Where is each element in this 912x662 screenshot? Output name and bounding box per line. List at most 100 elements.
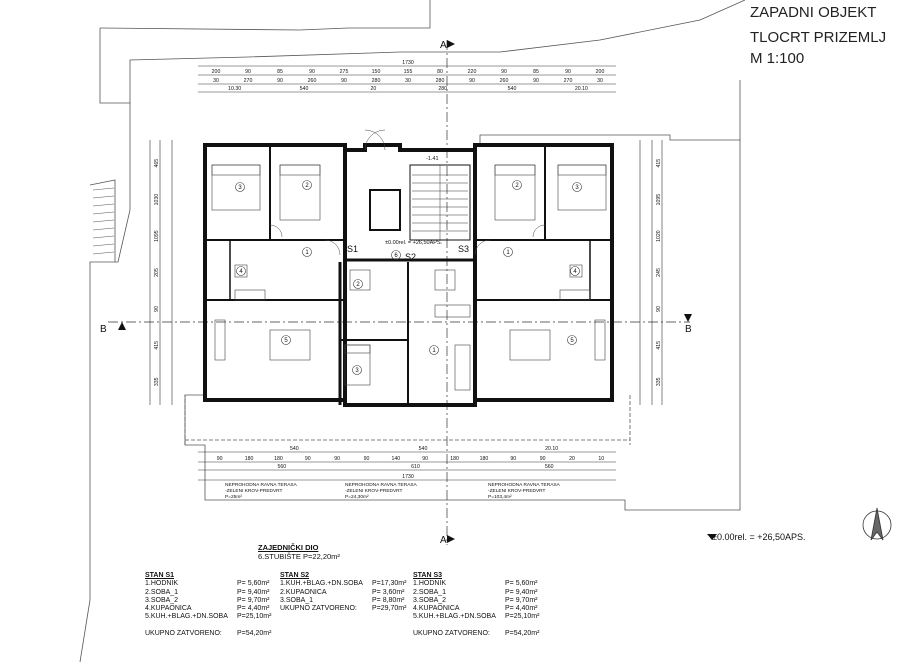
dimension-value: 140 [391, 456, 400, 462]
terrace-labels: NEPROHODNA RAVNA TERASA -ZELENI KROV-PRE… [225, 482, 561, 500]
elevation-symbol-icon [707, 534, 717, 540]
room-area: P= 8,80m² [372, 596, 405, 604]
terrace-3-line2: -ZELENI KROV-PREDVRT [488, 488, 546, 494]
drawing-title: ZAPADNI OBJEKT [750, 4, 877, 21]
dimension-value: 415 [656, 341, 662, 350]
room-number-circle [391, 250, 401, 260]
drawing-subtitle: TLOCRT PRIZEMLJ [750, 29, 887, 46]
dimension-value: 540 [508, 86, 517, 92]
terrace-2-line1: NEPROHODNA RAVNA TERASA [345, 482, 418, 488]
dimension-value: 20 [370, 86, 376, 92]
stan-s2-total: P=29,70m² [372, 605, 407, 613]
room-name: 5.KUH.+BLAG.+DN.SOBA [145, 613, 228, 621]
room-number-circle [429, 345, 439, 355]
terrace-1-line2: -ZELENI KROV-PREDVRT [225, 488, 283, 494]
elevation-step: -1.41 [426, 156, 439, 162]
dimension-value: 260 [308, 78, 317, 84]
section-axes [108, 40, 690, 545]
room-name: 1.HODNIK [145, 580, 179, 588]
terrace-1-line1: NEPROHODNA RAVNA TERASA [225, 482, 298, 488]
stan-s3-heading: STAN S3 [413, 572, 443, 579]
room-number: 1 [506, 250, 510, 256]
room-area: P=25,10m² [505, 613, 540, 621]
dimension-value: 270 [244, 78, 253, 84]
elevation-plan: ±0.00rel. = +26,50APS. [385, 240, 443, 246]
dimension-value: 415 [656, 159, 662, 168]
dimension-value: 90 [501, 69, 507, 75]
site-stairs [92, 187, 115, 255]
dimension-value: 10.30 [228, 86, 241, 92]
dimension-value: 280 [436, 78, 445, 84]
dimension-value: 540 [419, 446, 428, 452]
section-a-bottom: A [440, 535, 447, 546]
dimension-value: 80 [437, 69, 443, 75]
dimension-value: 90 [277, 78, 283, 84]
dimension-value: 335 [154, 377, 160, 386]
room-number-circle [570, 266, 580, 276]
dimension-value: 275 [340, 69, 349, 75]
room-area: P= 4,40m² [505, 605, 538, 613]
dimension-value: 560 [278, 464, 287, 470]
dimension-value: 180 [245, 456, 254, 462]
stairs [412, 165, 468, 240]
room-number: 3 [238, 185, 242, 191]
dimension-value: 30 [213, 78, 219, 84]
site-boundary [79, 0, 746, 662]
dimension-value: 465 [154, 159, 160, 168]
room-number: 4 [239, 269, 243, 275]
room-number: 1 [432, 348, 436, 354]
common-heading: ZAJEDNIČKI DIO [258, 543, 319, 552]
stan-s1-row: 5.KUH.+BLAG.+DN.SOBA P=25,10m² [145, 613, 280, 621]
section-b-right: B [685, 324, 692, 335]
dimension-value: 270 [564, 78, 573, 84]
apartment-labels: S1 S2 S3 [347, 244, 469, 262]
dimension-value: 180 [274, 456, 283, 462]
room-number-circle [512, 180, 522, 190]
room-area: P= 9,70m² [505, 596, 538, 604]
room-name: 3.SOBA_2 [145, 596, 179, 604]
dimension-value: 245 [656, 268, 662, 277]
dimension-value: 1095 [154, 230, 160, 242]
room-name: 2.SOBA_1 [145, 588, 179, 596]
stan-s3-total: P=54,20m² [505, 629, 540, 637]
room-area: P=17,30m² [372, 580, 407, 588]
apartment-s2-label: S2 [405, 252, 416, 262]
room-area: P= 5,60m² [237, 580, 270, 588]
dimension-value: 180 [480, 456, 489, 462]
common-area-block: ZAJEDNIČKI DIO 6.STUBIŠTE P=22,20m² [258, 543, 340, 561]
room-area: P=25,10m² [237, 613, 272, 621]
dimension-value: 540 [300, 86, 309, 92]
dimension-value: 85 [533, 69, 539, 75]
door-swings [269, 129, 546, 256]
stan-s1-total: P=54,20m² [237, 629, 272, 637]
terrace-3-area: P=103,4m² [488, 494, 512, 500]
terrace-2-area: P=24,30m² [345, 494, 369, 500]
dimension-value: 280 [372, 78, 381, 84]
stan-s1-total-label: UKUPNO ZATVORENO: [145, 629, 222, 637]
dimension-value: 90 [510, 456, 516, 462]
room-number-circle [572, 182, 582, 192]
stan-s3-total-label: UKUPNO ZATVORENO: [413, 629, 490, 637]
room-area: P= 5,60m² [505, 580, 538, 588]
room-number: 4 [573, 269, 577, 275]
room-number: 5 [570, 338, 574, 344]
dimension-value: 30 [405, 78, 411, 84]
room-number: 3 [575, 185, 579, 191]
bottom-dimensions [198, 451, 616, 481]
north-arrow-icon [862, 507, 892, 541]
dimension-value: 90 [305, 456, 311, 462]
stan-s2-total-label: UKUPNO ZATVORENO: [280, 605, 357, 613]
side-dimensions [149, 140, 663, 405]
dimension-value: 90 [540, 456, 546, 462]
room-area: P= 4,40m² [237, 605, 270, 613]
